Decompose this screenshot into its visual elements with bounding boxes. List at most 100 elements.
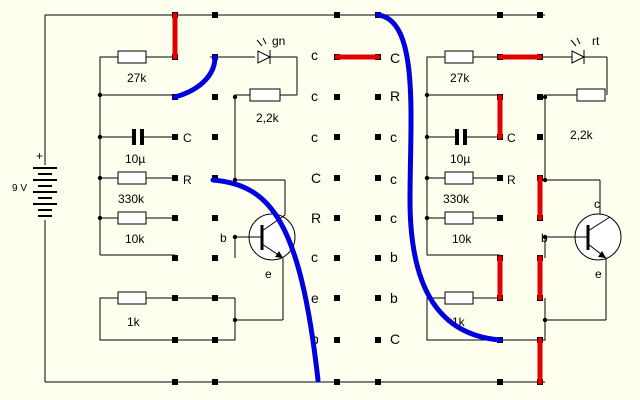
right-emitter-label: e — [595, 267, 602, 281]
left-capacitor — [132, 129, 136, 145]
right-led — [571, 50, 586, 64]
junction-dot — [424, 175, 430, 181]
left-resistor-330k — [117, 171, 147, 185]
junction-dot — [424, 92, 430, 98]
pad — [212, 379, 218, 385]
pad — [334, 215, 340, 221]
pad — [537, 12, 543, 18]
left-r4-label: 10k — [125, 232, 145, 246]
pad — [172, 337, 178, 343]
mid-b-8: C — [390, 331, 400, 347]
middle-labels-b: C R c c c b b C — [390, 50, 400, 347]
pad — [334, 134, 340, 140]
right-capacitor — [455, 129, 459, 145]
left-resistor-1k — [117, 291, 147, 305]
pad — [212, 255, 218, 261]
left-led-label: gn — [272, 34, 285, 48]
left-r5-label: 1k — [127, 315, 141, 329]
pad — [212, 215, 218, 221]
junction-dot — [424, 215, 430, 221]
pad — [334, 295, 340, 301]
left-emitter-label: e — [265, 267, 272, 281]
blue-wire-led — [172, 54, 218, 100]
battery: + 9 V — [12, 14, 545, 383]
pad — [334, 94, 340, 100]
mid-a-6: c — [311, 249, 318, 265]
pad — [375, 134, 381, 140]
mid-a-7: e — [311, 290, 319, 306]
mid-a-3: c — [311, 129, 318, 145]
pad — [537, 94, 543, 100]
junction-dot — [97, 92, 103, 98]
pad — [172, 134, 178, 140]
right-cap-label: 10µ — [450, 152, 470, 166]
left-base-label: b — [220, 231, 227, 245]
left-pin-c-label: C — [183, 131, 192, 145]
right-led-label: rt — [592, 34, 600, 48]
right-collector-label: c — [594, 197, 600, 211]
junction-dot — [97, 134, 103, 140]
right-resistor-330k — [444, 171, 474, 185]
pad — [375, 379, 381, 385]
right-r1-label: 27k — [450, 71, 470, 85]
junction-dot — [542, 234, 548, 240]
breadboard-pads — [97, 12, 548, 385]
junction-dot — [542, 177, 548, 183]
left-stage: 27k gn 2,2k 10µ C 330k R — [99, 34, 298, 341]
blue-wire-long-left — [210, 177, 321, 383]
right-r2-label: 2,2k — [570, 128, 594, 142]
pad — [172, 175, 178, 181]
mid-b-5: c — [390, 210, 397, 226]
pad — [334, 12, 340, 18]
battery-plus-label: + — [36, 149, 43, 163]
mid-a-4: C — [311, 170, 321, 186]
junction-dot — [232, 177, 238, 183]
pad — [375, 255, 381, 261]
pad — [212, 94, 218, 100]
pad — [334, 379, 340, 385]
right-stage: 27k rt 2,2k 10µ C 330k R 10k — [426, 34, 622, 341]
pad — [212, 134, 218, 140]
blue-wire-long-right — [375, 12, 503, 343]
junction-dot — [542, 317, 548, 323]
pad — [172, 379, 178, 385]
junction-dot — [97, 215, 103, 221]
left-resistor-27k — [117, 50, 147, 64]
mid-b-6: b — [390, 249, 398, 265]
mid-a-2: c — [311, 88, 318, 104]
pad — [497, 215, 503, 221]
left-r2-label: 2,2k — [256, 111, 280, 125]
pad — [537, 134, 543, 140]
right-resistor-10k — [444, 211, 474, 225]
pad — [212, 12, 218, 18]
right-resistor-1k — [444, 291, 474, 305]
pad — [172, 215, 178, 221]
mid-a-1: c — [311, 47, 318, 63]
pad — [375, 295, 381, 301]
blue-wires — [172, 12, 503, 383]
mid-a-5: R — [311, 210, 321, 226]
left-resistor-10k — [117, 211, 147, 225]
red-jumpers — [172, 12, 543, 385]
battery-voltage-label: 9 V — [12, 183, 27, 194]
mid-b-4: c — [390, 171, 397, 187]
junction-dot — [232, 94, 238, 100]
left-cap-label: 10µ — [125, 152, 145, 166]
junction-dot — [232, 234, 238, 240]
right-pin-r-label: R — [507, 173, 516, 187]
right-r3-label: 330k — [443, 192, 470, 206]
mid-b-7: b — [390, 290, 398, 306]
right-r4-label: 10k — [452, 232, 472, 246]
junction-dot — [542, 94, 548, 100]
pad — [212, 295, 218, 301]
pad — [212, 337, 218, 343]
middle-labels-a: c c c C R c e b — [311, 47, 321, 347]
pad — [497, 175, 503, 181]
pad — [375, 94, 381, 100]
junction-dot — [232, 317, 238, 323]
pad — [497, 379, 503, 385]
left-r1-label: 27k — [127, 71, 147, 85]
right-resistor-27k — [444, 50, 474, 64]
pad — [497, 12, 503, 18]
